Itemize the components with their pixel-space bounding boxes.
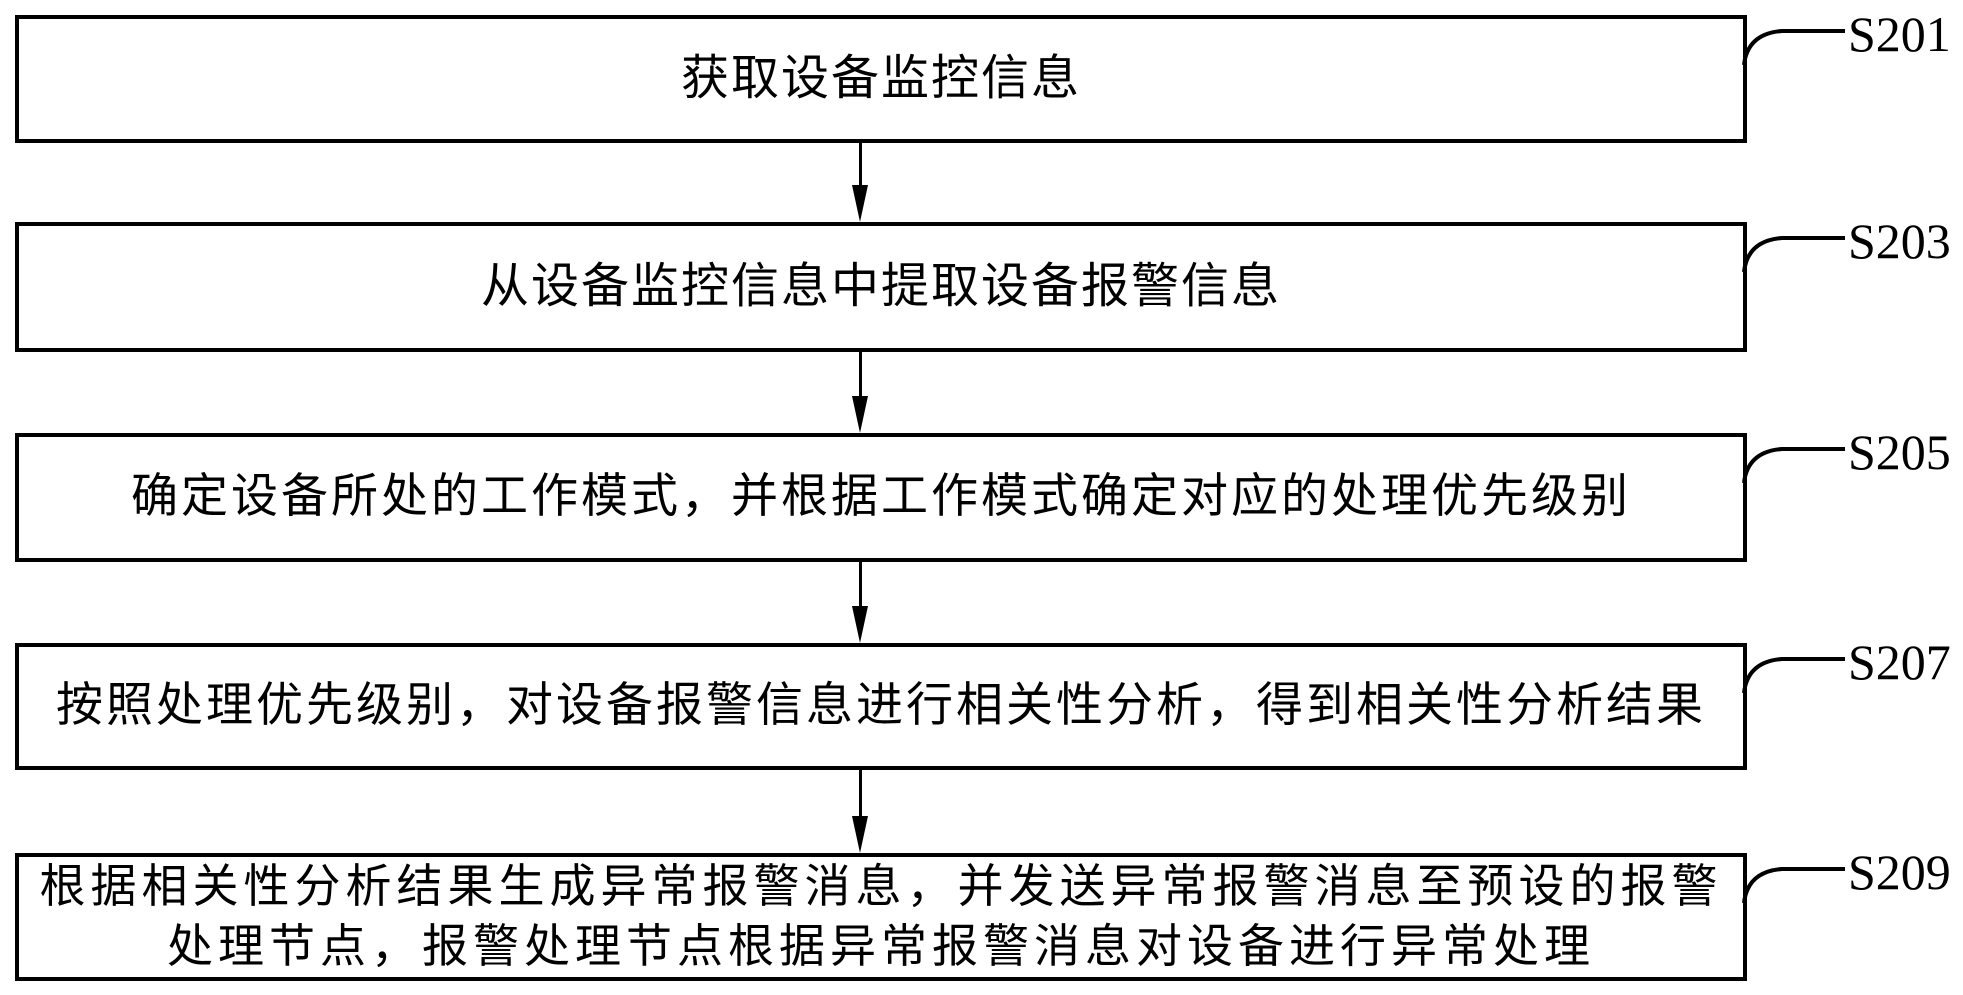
flow-step-box-s205: 确定设备所处的工作模式，并根据工作模式确定对应的处理优先级别 <box>15 433 1747 562</box>
arrow-head-icon <box>852 606 868 643</box>
flow-step-text: 根据相关性分析结果生成异常报警消息，并发送异常报警消息至预设的报警处理节点，报警… <box>39 861 1723 972</box>
arrow-head-icon <box>852 185 868 222</box>
flow-step-text: 按照处理优先级别，对设备报警信息进行相关性分析，得到相关性分析结果 <box>56 679 1706 732</box>
down-arrow <box>852 352 868 433</box>
step-label: S207 <box>1848 634 1951 690</box>
flow-step-box-s209: 根据相关性分析结果生成异常报警消息，并发送异常报警消息至预设的报警处理节点，报警… <box>15 853 1747 981</box>
leader-line <box>1742 657 1845 694</box>
flow-step-box-s201: 获取设备监控信息 <box>15 15 1747 143</box>
down-arrow <box>852 562 868 643</box>
arrow-shaft <box>859 143 862 188</box>
flow-step-box-s207: 按照处理优先级别，对设备报警信息进行相关性分析，得到相关性分析结果 <box>15 643 1747 770</box>
down-arrow <box>852 143 868 222</box>
leader-line <box>1742 29 1845 66</box>
arrow-shaft <box>859 562 862 609</box>
arrow-head-icon <box>852 816 868 853</box>
step-label: S205 <box>1848 424 1951 480</box>
flow-step-text: 从设备监控信息中提取设备报警信息 <box>480 259 1281 313</box>
leader-line <box>1742 447 1845 484</box>
leader-line <box>1742 236 1845 273</box>
flow-step-box-s203: 从设备监控信息中提取设备报警信息 <box>15 222 1747 352</box>
leader-line <box>1742 867 1845 904</box>
step-label: S209 <box>1848 844 1951 900</box>
arrow-head-icon <box>852 396 868 433</box>
flow-step-text: 确定设备所处的工作模式，并根据工作模式确定对应的处理优先级别 <box>131 470 1631 523</box>
down-arrow <box>852 770 868 853</box>
step-label: S201 <box>1848 6 1951 62</box>
arrow-shaft <box>859 770 862 819</box>
step-label: S203 <box>1848 213 1951 269</box>
flow-step-text: 获取设备监控信息 <box>680 51 1081 105</box>
arrow-shaft <box>859 352 862 399</box>
